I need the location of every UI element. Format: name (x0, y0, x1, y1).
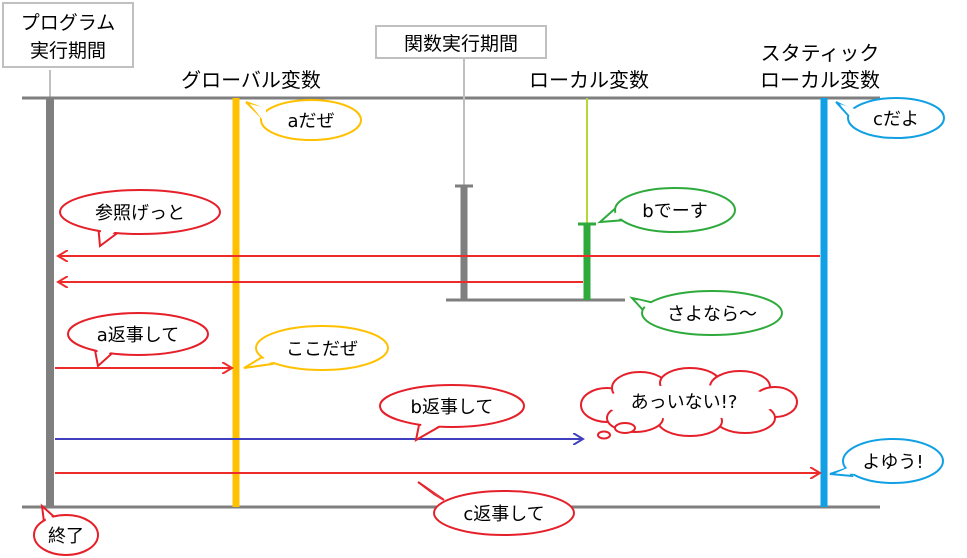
bubble-sansho-getto: 参照げっと (59, 189, 221, 248)
svg-text:さよなら～: さよなら～ (667, 304, 757, 325)
svg-text:参照げっと: 参照げっと (95, 203, 185, 224)
bubble-c-henji: c返事して (417, 481, 575, 536)
svg-text:よゆう!: よゆう! (862, 452, 923, 473)
bubble-shuryo: 終了 (33, 503, 99, 556)
bubble-b-desu: bでーす (597, 187, 736, 233)
bubble-a-daze: aだぜ (245, 99, 362, 141)
local-var-label: ローカル変数 (529, 68, 649, 92)
svg-text:aだぜ: aだぜ (287, 111, 334, 132)
static-var-label-line1: スタティック (761, 41, 880, 65)
global-var-label: グローバル変数 (181, 68, 321, 92)
svg-text:終了: 終了 (48, 526, 84, 547)
svg-text:bでーす: bでーす (642, 201, 707, 222)
svg-text:c返事して: c返事して (463, 504, 544, 525)
static-var-label-line2: ローカル変数 (760, 68, 880, 92)
bubble-c-dayo: cだよ (835, 97, 945, 139)
bubble-koko-daze: ここだぜ (243, 325, 389, 371)
svg-text:ここだぜ: ここだぜ (286, 339, 358, 360)
bubble-sayonara: さよなら～ (629, 290, 783, 336)
bubble-b-henji: b返事して (379, 384, 525, 442)
bubble-a-henji: a返事して (67, 312, 209, 368)
function-period-header: 関数実行期間 (375, 25, 547, 59)
bubble-ai-nai-cloud: あっいない!? (580, 367, 798, 440)
bubble-yoyuu: よゆう! (829, 438, 944, 484)
svg-text:cだよ: cだよ (873, 109, 919, 130)
svg-text:あっいない!?: あっいない!? (631, 392, 738, 413)
svg-text:b返事して: b返事して (411, 397, 494, 418)
program-period-line2: 実行期間 (30, 40, 106, 62)
program-period-header: プログラム 実行期間 (2, 2, 134, 68)
function-period-label: 関数実行期間 (404, 33, 518, 55)
svg-text:a返事して: a返事して (97, 325, 180, 346)
program-period-line1: プログラム (21, 12, 115, 34)
